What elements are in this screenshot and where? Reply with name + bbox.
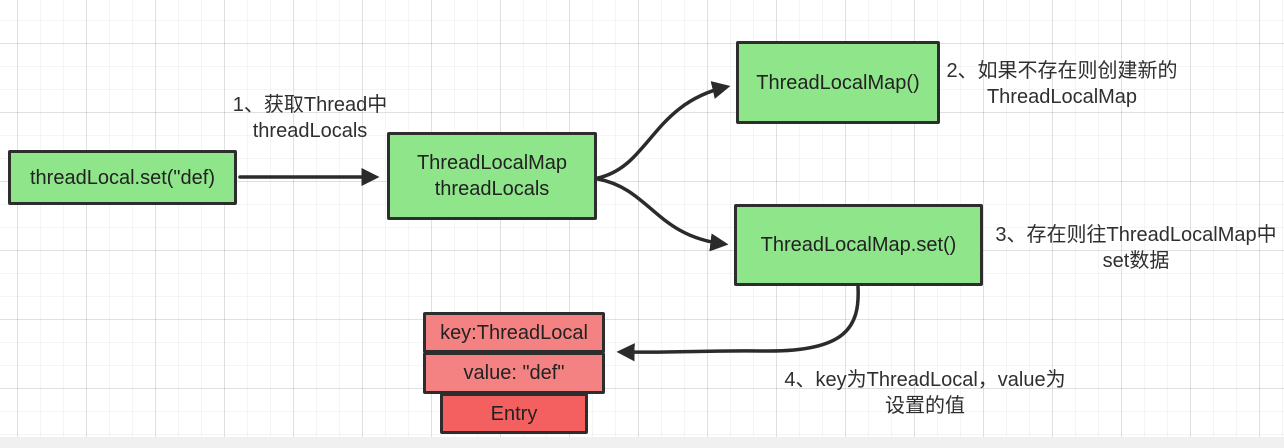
annotation-step3: 3、存在则往ThreadLocalMap中 set数据 (988, 222, 1284, 274)
node-threadlocals-map: ThreadLocalMap threadLocals (387, 132, 597, 220)
annotation-step2-line2: ThreadLocalMap (986, 86, 1138, 108)
node-entry-key: key:ThreadLocal (423, 312, 605, 353)
node-threadlocalmap-set: ThreadLocalMap.set() (734, 204, 983, 286)
canvas-bottom-strip (0, 437, 1284, 448)
annotation-step1: 1、获取Thread中 threadLocals (222, 92, 398, 144)
annotation-step4-line2: 设置的值 (885, 395, 965, 417)
node-threadlocals-map-line2: threadLocals (434, 178, 550, 200)
node-threadlocal-set: threadLocal.set("def) (8, 150, 237, 205)
node-entry-key-label: key:ThreadLocal (440, 321, 588, 344)
annotation-step1-line2: threadLocals (252, 120, 368, 142)
annotation-step4: 4、key为ThreadLocal，value为 设置的值 (773, 367, 1077, 419)
node-threadlocal-set-label: threadLocal.set("def) (30, 166, 215, 189)
arrow-map-to-mapset (596, 177, 729, 252)
node-threadlocals-map-line1: ThreadLocalMap (416, 152, 568, 174)
node-threadlocalmap-set-label: ThreadLocalMap.set() (760, 234, 957, 256)
annotation-step3-line1: 3、存在则往ThreadLocalMap中 (995, 224, 1277, 246)
annotation-step1-line1: 1、获取Thread中 (232, 94, 388, 116)
node-entry-value-label: value: "def" (463, 362, 565, 384)
node-entry: Entry (440, 393, 588, 434)
arrow-mapset-to-entry (616, 285, 860, 362)
annotation-step2: 2、如果不存在则创建新的 ThreadLocalMap (942, 58, 1182, 110)
annotation-step3-line2: set数据 (1102, 250, 1170, 272)
arrow-map-to-ctor (596, 81, 731, 180)
annotation-step2-line1: 2、如果不存在则创建新的 (946, 60, 1178, 82)
node-threadlocalmap-ctor: ThreadLocalMap() (736, 41, 940, 124)
node-threadlocalmap-ctor-label: ThreadLocalMap() (756, 71, 920, 94)
node-entry-value: value: "def" (423, 352, 605, 394)
node-entry-label: Entry (490, 402, 538, 425)
annotation-step4-line1: 4、key为ThreadLocal，value为 (784, 369, 1066, 391)
